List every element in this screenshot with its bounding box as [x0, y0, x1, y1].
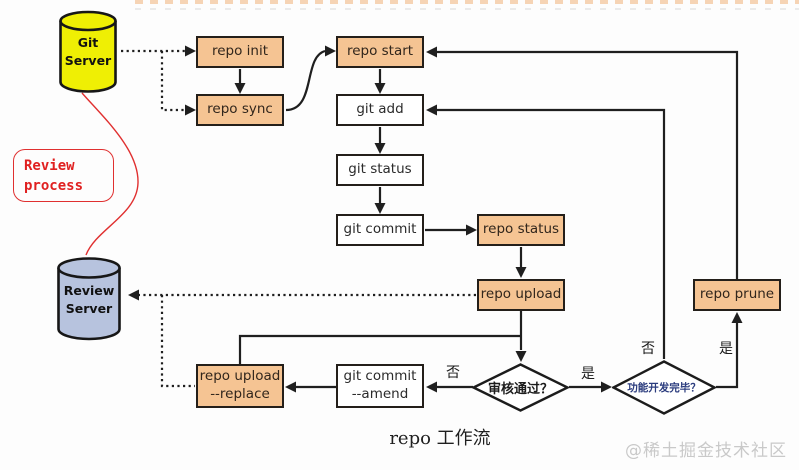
review-server-line1: Review: [63, 283, 115, 298]
diagram-caption: repo 工作流: [389, 428, 491, 449]
top-edge-artifact-2: [135, 8, 799, 10]
cylinder-shape: [57, 257, 121, 341]
edge-repo-status-to-repo-upload: [515, 247, 527, 278]
decision-review-label: 审核通过？: [487, 382, 553, 397]
edge-dev-done-yes-to-repo-prune: [716, 312, 743, 389]
edge-repo-sync-to-repo-start-curve: [285, 45, 336, 112]
decision-dev-done: 功能开发完毕？: [612, 360, 716, 415]
node-repo-status: repo status: [477, 214, 565, 246]
node-repo-start: repo start: [336, 36, 424, 68]
git-server-line1: Git: [77, 35, 99, 50]
review-process-curve: [81, 92, 139, 256]
edge-repo-upload-to-review-server-dotted: [128, 289, 476, 301]
edge-amend-to-repo-upload-replace: [285, 381, 336, 393]
decision-review-pass: 审核通过？: [472, 363, 569, 412]
node-git-commit: git commit: [336, 214, 424, 246]
edge-git-server-to-repo-init-dotted: [121, 45, 196, 57]
edge-review-yes-to-dev-done-decision: [569, 381, 612, 393]
edge-git-server-to-repo-sync-dotted: [160, 51, 196, 116]
amend-line1: git commit: [343, 368, 417, 385]
decision-dev-done-label: 功能开发完毕？: [627, 382, 701, 394]
review-process-callout: Review process: [13, 149, 114, 202]
diamond-shape: [472, 363, 569, 412]
review-server-label: Review Server: [56, 282, 122, 318]
edge-review-no-to-git-commit-amend: [426, 381, 473, 393]
edge-repo-start-to-git-add: [374, 69, 386, 94]
node-repo-sync: repo sync: [196, 94, 284, 126]
cylinder-shape: [59, 10, 117, 93]
edge-replace-merge-to-review-decision: [238, 334, 521, 364]
node-repo-init: repo init: [196, 36, 284, 68]
label-review-yes: 是: [581, 366, 595, 382]
edge-git-commit-to-repo-status: [425, 224, 477, 236]
git-server-label: Git Server: [58, 34, 118, 70]
git-server-line2: Server: [64, 53, 112, 69]
label-review-no: 否: [446, 365, 460, 381]
label-dev-yes: 是: [719, 341, 733, 357]
git-server: Git Server: [58, 10, 118, 94]
replace-line2: --replace: [210, 386, 270, 402]
top-edge-artifact: [135, 0, 799, 4]
diamond-shape: [612, 360, 716, 415]
label-dev-no: 否: [641, 341, 655, 357]
edge-git-status-to-git-commit: [374, 187, 386, 214]
node-git-commit-amend: git commit --amend: [336, 364, 424, 408]
edge-git-add-to-git-status: [374, 127, 386, 154]
edge-dev-done-no-to-git-add: [426, 104, 666, 359]
edge-repo-upload-to-review-decision: [515, 311, 527, 362]
replace-line1: repo upload: [199, 368, 281, 385]
review-process-line1: Review: [24, 158, 75, 174]
review-process-line2: process: [24, 178, 84, 195]
node-repo-prune: repo prune: [693, 279, 781, 311]
node-repo-upload: repo upload: [477, 279, 565, 311]
review-server: Review Server: [56, 256, 122, 342]
review-server-line2: Server: [65, 301, 113, 317]
node-repo-upload-replace: repo upload --replace: [196, 364, 284, 408]
edge-repo-init-to-repo-sync: [234, 69, 246, 94]
site-watermark: @稀土掘金技术社区: [625, 441, 787, 461]
node-git-add: git add: [336, 94, 424, 126]
edge-repo-prune-to-repo-start: [426, 46, 739, 279]
edge-replace-to-review-server-dotted: [160, 295, 195, 388]
amend-line2: --amend: [351, 386, 409, 402]
node-git-status: git status: [336, 154, 424, 186]
